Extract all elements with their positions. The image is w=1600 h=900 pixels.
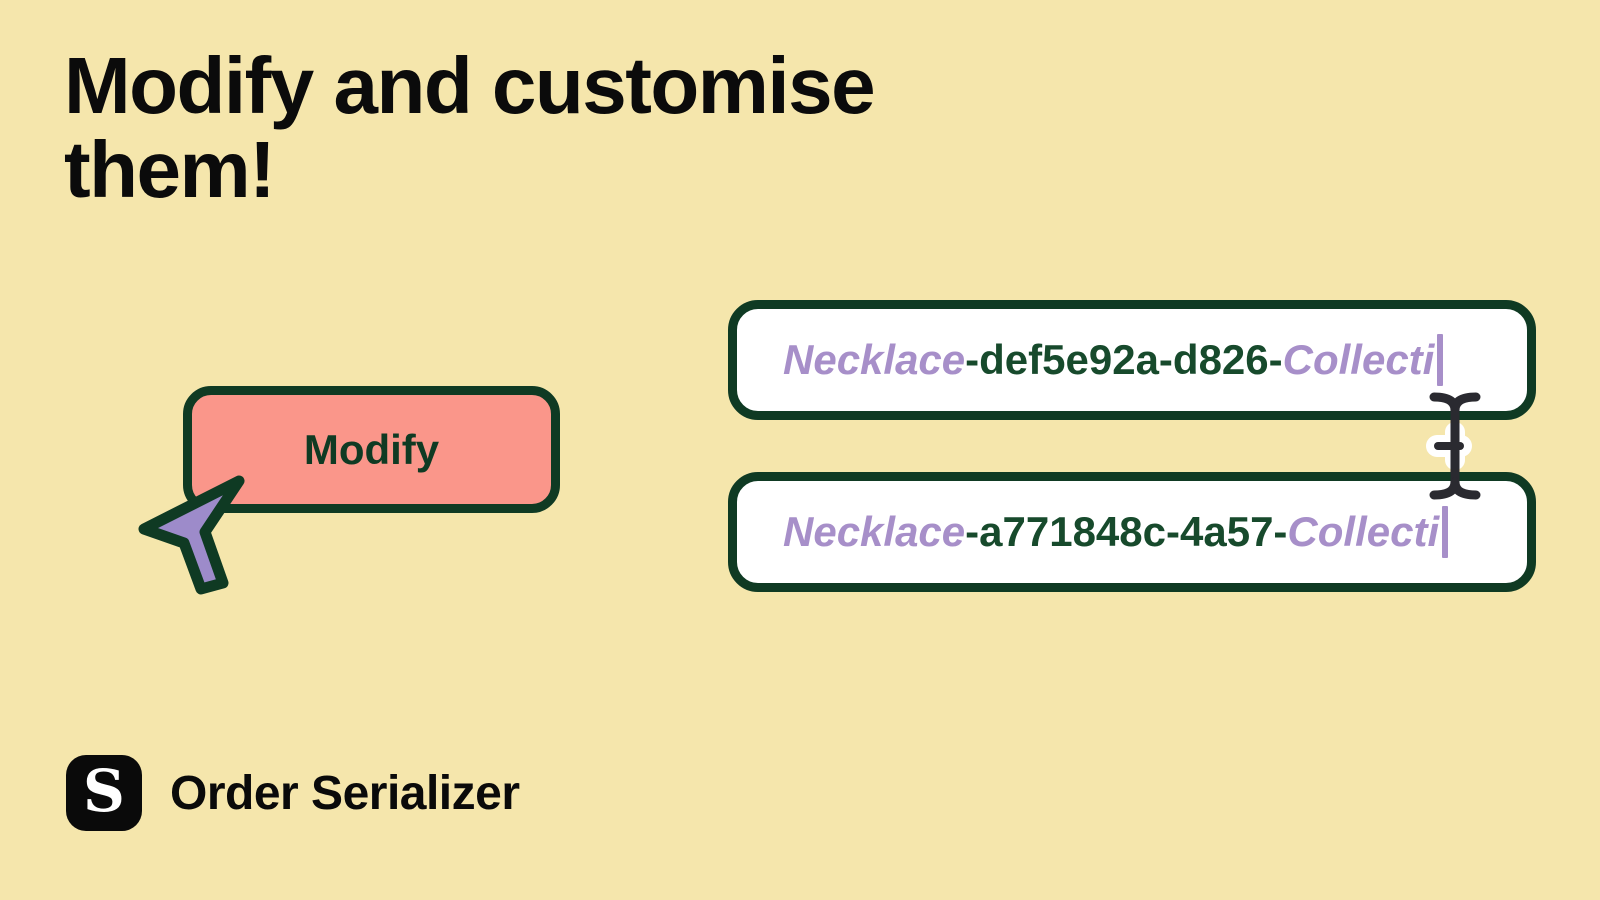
text-caret-1 (1437, 334, 1444, 386)
serial-1-collection-suffix: Collecti (1282, 336, 1435, 383)
serial-2-product-prefix: Necklace (783, 508, 966, 555)
serial-1-serial-code: -def5e92a-d826- (965, 336, 1283, 383)
app-logo: S (66, 755, 142, 831)
page-title: Modify and customise them! (64, 41, 876, 214)
serial-1-product-prefix: Necklace (783, 336, 966, 383)
serial-2-serial-code: -a771848c-4a57- (965, 508, 1288, 555)
serial-2-collection-suffix: Collecti (1287, 508, 1440, 555)
modify-button[interactable]: Modify (183, 386, 560, 513)
text-caret-2 (1442, 506, 1449, 558)
cursor-arrow-icon (138, 475, 245, 595)
serial-input-2[interactable]: Necklace-a771848c-4a57-Collecti (728, 472, 1536, 592)
text-cursor-icon (1426, 392, 1481, 500)
serial-input-1[interactable]: Necklace-def5e92a-d826-Collecti (728, 300, 1536, 420)
modify-button-label: Modify (303, 425, 440, 473)
app-name: Order Serializer (170, 766, 520, 820)
brand-footer: S Order Serializer (66, 755, 520, 831)
app-logo-letter: S (83, 757, 125, 825)
